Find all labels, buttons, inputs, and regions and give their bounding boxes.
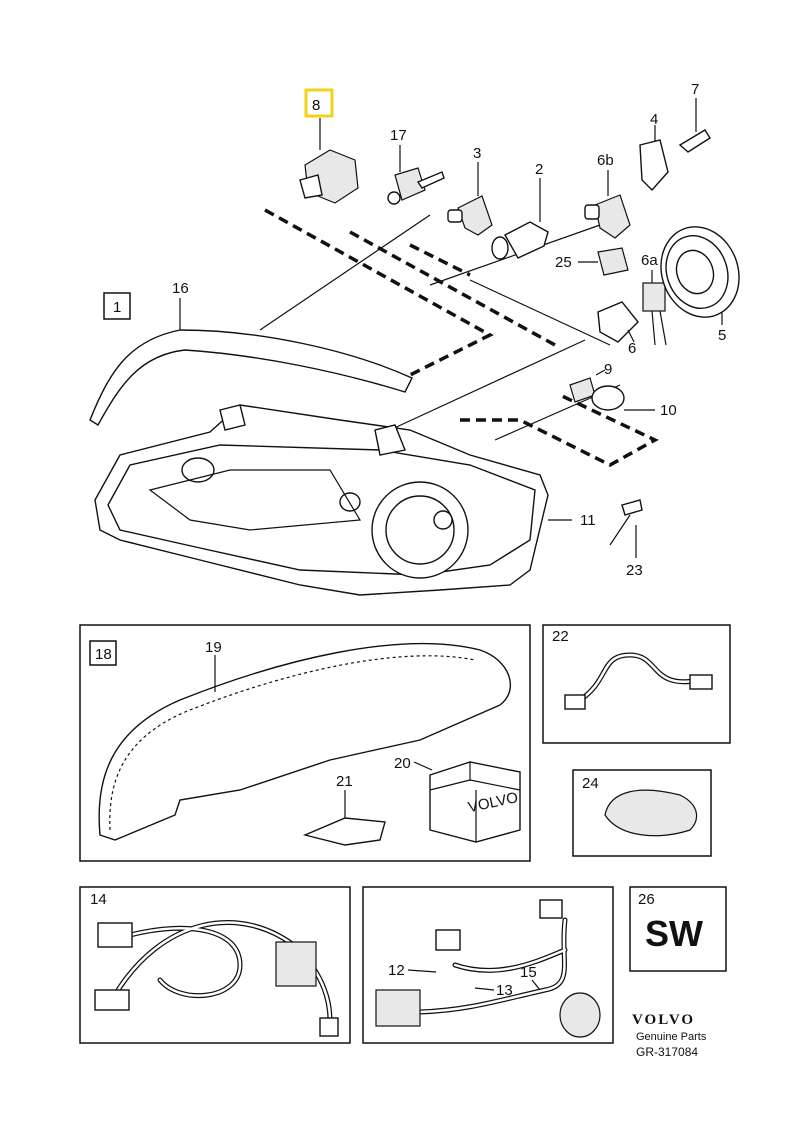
frame-14 bbox=[79, 886, 351, 1044]
callout-23: 23 bbox=[626, 562, 643, 579]
part-2-bulb bbox=[491, 178, 549, 260]
callout-12: 12 bbox=[388, 962, 405, 979]
callout-5: 5 bbox=[718, 327, 726, 344]
main-headlamp bbox=[94, 404, 572, 596]
callout-20: 20 bbox=[394, 755, 411, 772]
part-6a-module bbox=[642, 270, 667, 346]
frame-26 bbox=[629, 886, 727, 972]
part-25-socket bbox=[578, 247, 629, 276]
callout-6: 6 bbox=[628, 340, 636, 357]
part-17-sensor bbox=[387, 145, 445, 205]
footer-sub: Genuine Parts bbox=[636, 1031, 707, 1043]
part-7-bulb bbox=[678, 98, 711, 153]
part-3-bulb bbox=[447, 162, 493, 236]
highlight-frame-8 bbox=[304, 88, 334, 118]
part-6-bulb bbox=[597, 301, 639, 343]
part-21-clip bbox=[302, 790, 386, 846]
callout-9: 9 bbox=[604, 361, 612, 378]
callout-24: 24 bbox=[582, 775, 599, 792]
callout-16: 16 bbox=[172, 280, 189, 297]
callout-13: 13 bbox=[496, 982, 513, 999]
callout-11: 11 bbox=[580, 512, 596, 529]
callout-6b: 6b bbox=[597, 152, 614, 169]
frame-22 bbox=[542, 624, 731, 744]
part-24-cap bbox=[604, 789, 698, 837]
callout-14: 14 bbox=[90, 891, 107, 908]
callout-box-1 bbox=[103, 292, 131, 320]
callout-7: 7 bbox=[691, 81, 699, 98]
dashed-leader-lines bbox=[264, 208, 659, 467]
thin-leader-lines bbox=[259, 214, 621, 441]
callout-25: 25 bbox=[555, 254, 572, 271]
part-19-lens bbox=[98, 642, 511, 841]
frame-18 bbox=[79, 624, 531, 862]
callout-1: 1 bbox=[113, 299, 121, 316]
callout-26: 26 bbox=[638, 891, 655, 908]
footer-brand: VOLVO bbox=[632, 1012, 695, 1028]
part-23-bolt bbox=[609, 499, 643, 558]
part-22-harness bbox=[564, 652, 713, 710]
callout-19: 19 bbox=[205, 639, 222, 656]
callout-21: 21 bbox=[336, 773, 353, 790]
part-16-trim-strip bbox=[89, 298, 413, 426]
callout-17: 17 bbox=[390, 127, 407, 144]
part-5-cover bbox=[660, 226, 740, 325]
callout-3: 3 bbox=[473, 145, 481, 162]
callout-4: 4 bbox=[650, 111, 658, 128]
part-14-harness bbox=[94, 919, 339, 1037]
part-8-leveling-motor bbox=[299, 88, 359, 204]
footer-ref: GR-317084 bbox=[636, 1045, 698, 1059]
callout-box-18 bbox=[89, 640, 117, 666]
part-15-harness bbox=[375, 899, 601, 1038]
frame-15 bbox=[362, 886, 614, 1044]
part-20-box bbox=[413, 761, 521, 843]
sw-label: SW bbox=[645, 913, 703, 954]
callout-8: 8 bbox=[312, 97, 320, 114]
callout-15: 15 bbox=[520, 964, 537, 981]
callout-10: 10 bbox=[660, 402, 677, 419]
callout-6a: 6a bbox=[641, 252, 658, 269]
callout-18: 18 bbox=[95, 646, 112, 663]
frame-24 bbox=[572, 769, 712, 857]
callout-2: 2 bbox=[535, 161, 543, 178]
part-6b-bulb bbox=[584, 170, 631, 239]
part-9-10-bulbs bbox=[569, 369, 655, 411]
part-4-bracket bbox=[639, 125, 669, 192]
callout-22: 22 bbox=[552, 628, 569, 645]
